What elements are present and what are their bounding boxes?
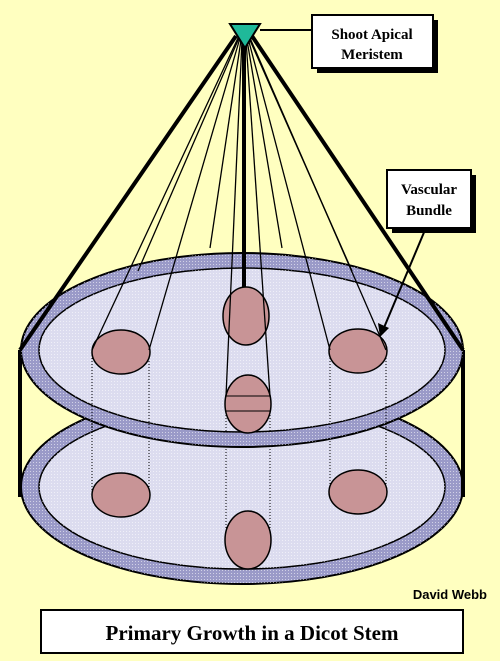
upper-bundle-left bbox=[91, 329, 151, 375]
bundle-arrow-line bbox=[382, 229, 426, 331]
outer-line-right bbox=[250, 34, 465, 352]
upper-stem-section bbox=[20, 252, 464, 448]
bundle-arrow-head-icon bbox=[378, 323, 389, 337]
meristem-label-group: Shoot Apical Meristem bbox=[260, 14, 438, 73]
lower-vascular-bundles bbox=[91, 469, 388, 570]
meristem-label-box bbox=[311, 14, 434, 69]
lower-disk-texture bbox=[39, 405, 445, 569]
upper-disk-texture bbox=[39, 268, 445, 432]
bundle-label-line2: Bundle bbox=[406, 203, 452, 219]
upper-vascular-bundles bbox=[91, 286, 388, 434]
lower-bundle-right bbox=[328, 469, 388, 515]
bundle-label-box bbox=[386, 169, 472, 229]
meristem-label-line2: Meristem bbox=[341, 47, 403, 63]
upper-bundle-right bbox=[328, 328, 388, 374]
title-box bbox=[40, 609, 464, 654]
lower-bundle-bottom bbox=[224, 510, 272, 570]
meristem-lines bbox=[18, 34, 465, 397]
meristem-label-line1: Shoot Apical bbox=[331, 27, 412, 43]
title-group: Primary Growth in a Dicot Stem bbox=[40, 609, 464, 654]
upper-bundle-center bbox=[224, 374, 272, 434]
author-credit: David Webb bbox=[413, 587, 487, 602]
diagram-title: Primary Growth in a Dicot Stem bbox=[106, 621, 399, 645]
outer-line-left bbox=[18, 34, 238, 352]
lower-stem-section bbox=[20, 389, 464, 585]
upper-guide-lines bbox=[91, 352, 387, 432]
bundle-label-group: Vascular Bundle bbox=[378, 169, 476, 337]
bundle-label-line1: Vascular bbox=[401, 182, 457, 198]
lower-bundle-left bbox=[91, 472, 151, 518]
meristem-triangle-icon bbox=[228, 23, 262, 50]
